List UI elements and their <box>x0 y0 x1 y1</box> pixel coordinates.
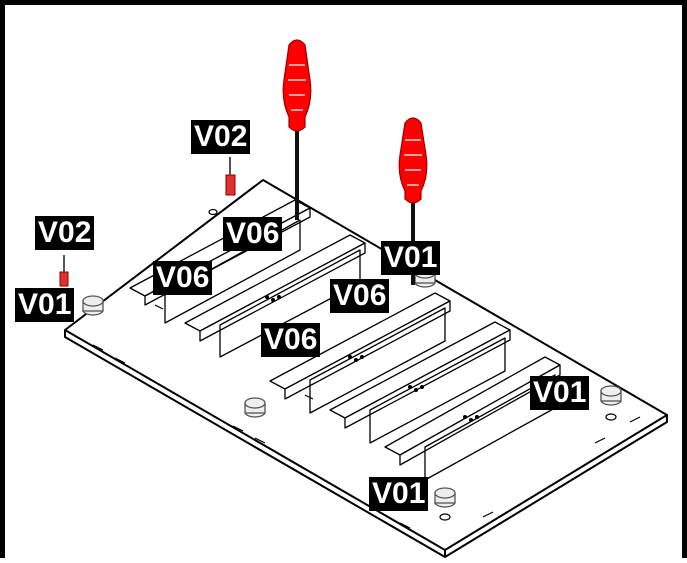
label-v01-center: V01 <box>381 241 441 275</box>
label-v01-bottom: V01 <box>369 477 429 511</box>
rail-holes <box>265 295 479 422</box>
label-v06-a: V06 <box>223 217 283 251</box>
screwdriver-icon <box>282 39 312 220</box>
label-v06-b: V06 <box>153 261 213 295</box>
label-v06-d: V06 <box>261 323 321 357</box>
dowel-pin-icon <box>59 157 236 287</box>
label-v01-right: V01 <box>530 376 590 410</box>
board-panel <box>64 179 668 558</box>
label-v02-left: V02 <box>35 216 95 250</box>
label-v02-top: V02 <box>191 120 251 154</box>
label-v06-c: V06 <box>330 279 390 313</box>
label-v01-left: V01 <box>15 288 75 322</box>
holes <box>208 208 617 521</box>
edge-notches <box>92 304 641 529</box>
